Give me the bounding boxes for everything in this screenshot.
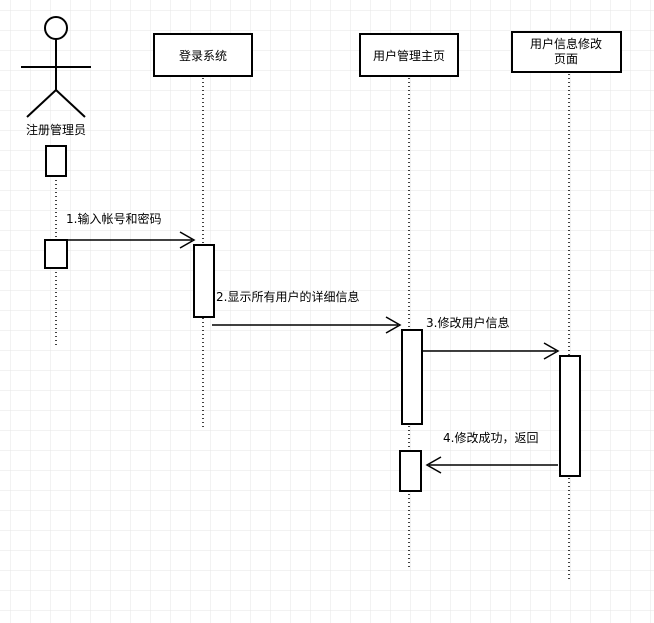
lifeline-user-management-home[interactable]: 用户管理主页 — [359, 33, 459, 77]
lifeline-box-user-edit — [511, 31, 622, 73]
lifeline-label-user-home: 用户管理主页 — [373, 48, 445, 63]
lifeline-box-login — [153, 33, 253, 77]
message-label-4: 4.修改成功，返回 — [443, 430, 538, 445]
actor-left-leg — [26, 89, 57, 118]
actor-label: 注册管理员 — [26, 122, 86, 137]
lifeline-label-login: 登录系统 — [179, 48, 227, 63]
actor-head — [44, 16, 68, 40]
activation-login — [193, 244, 215, 318]
lifeline-label-user-edit-line2: 页面 — [554, 52, 578, 66]
lifeline-user-edit-page[interactable]: 用户信息修改 页面 — [511, 31, 622, 73]
message-arrowhead-3 — [543, 342, 560, 360]
lifeline-box-user-home — [359, 33, 459, 77]
activation-user-home-1 — [401, 329, 423, 425]
message-arrowhead-1 — [179, 231, 196, 249]
activation-user-home-2 — [399, 450, 422, 492]
actor-right-leg — [55, 89, 86, 118]
message-arrowhead-4 — [425, 456, 442, 474]
actor-admin[interactable]: 注册管理员 — [21, 16, 91, 137]
message-label-1: 1.输入帐号和密码 — [66, 211, 161, 226]
lifeline-label-user-edit-line1: 用户信息修改 — [530, 36, 602, 51]
message-label-2: 2.显示所有用户的详细信息 — [216, 289, 359, 304]
activation-actor-1 — [45, 145, 67, 177]
lifeline-login-system[interactable]: 登录系统 — [153, 33, 253, 77]
message-arrowhead-2 — [385, 316, 402, 334]
activation-user-edit — [559, 355, 581, 477]
message-label-3: 3.修改用户信息 — [426, 315, 509, 330]
activation-actor-2 — [44, 239, 68, 269]
